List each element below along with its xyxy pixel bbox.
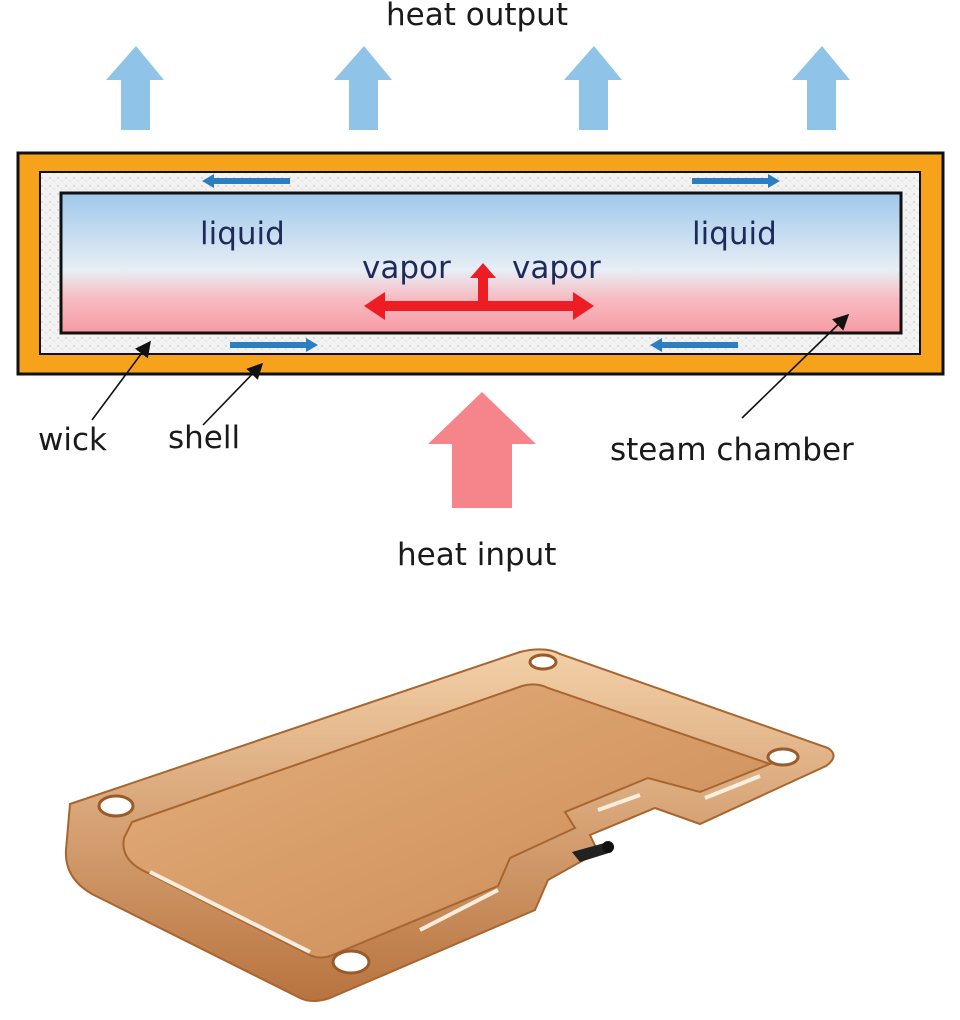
liquid-arrow-top-left (202, 174, 290, 188)
steam-chamber-pointer (741, 313, 850, 419)
plate-edge-highlight (419, 888, 499, 932)
mounting-hole (528, 653, 558, 671)
vapor-arrows (364, 263, 594, 320)
shell-pointer (202, 362, 264, 426)
shell-label: shell (168, 420, 241, 456)
heat-output-arrow (564, 46, 622, 130)
heat-output-arrow (792, 46, 850, 130)
steam-chamber (59, 191, 903, 335)
liquid-label-right: liquid (692, 216, 777, 252)
plate-edge-highlight (704, 774, 761, 800)
liquid-label-left: liquid (200, 216, 285, 252)
heat-output-label: heat output (386, 0, 568, 33)
vapor-label-left: vapor (362, 250, 451, 286)
vapor-chamber-plate-image (64, 648, 835, 1002)
heat-output-arrows (106, 46, 850, 130)
mounting-hole (97, 794, 135, 818)
vapor-arrow-horizontal (364, 292, 594, 320)
fill-tube-tip (602, 841, 614, 853)
steam-chamber-label: steam chamber (610, 432, 854, 468)
liquid-arrow-top-right (692, 174, 780, 188)
plate-raised-area (122, 683, 773, 959)
plate-edge-highlight (149, 870, 311, 954)
mounting-hole (331, 949, 371, 975)
vapor-label-right: vapor (512, 250, 601, 286)
pointer-lines (91, 313, 850, 426)
vapor-arrow-up (470, 263, 496, 302)
heat-input-arrow (428, 392, 536, 508)
mounting-hole (766, 747, 800, 767)
liquid-arrow-bottom-right (650, 338, 738, 352)
vapor-chamber-diagram (16, 46, 945, 508)
wick-label: wick (38, 422, 107, 458)
heat-input-label: heat input (397, 537, 557, 573)
wick-pointer (91, 340, 151, 421)
heat-output-arrow (334, 46, 392, 130)
heat-output-arrow (106, 46, 164, 130)
liquid-flow-arrows (202, 174, 780, 352)
liquid-arrow-bottom-left (230, 338, 318, 352)
plate-edge-highlight (597, 793, 641, 812)
